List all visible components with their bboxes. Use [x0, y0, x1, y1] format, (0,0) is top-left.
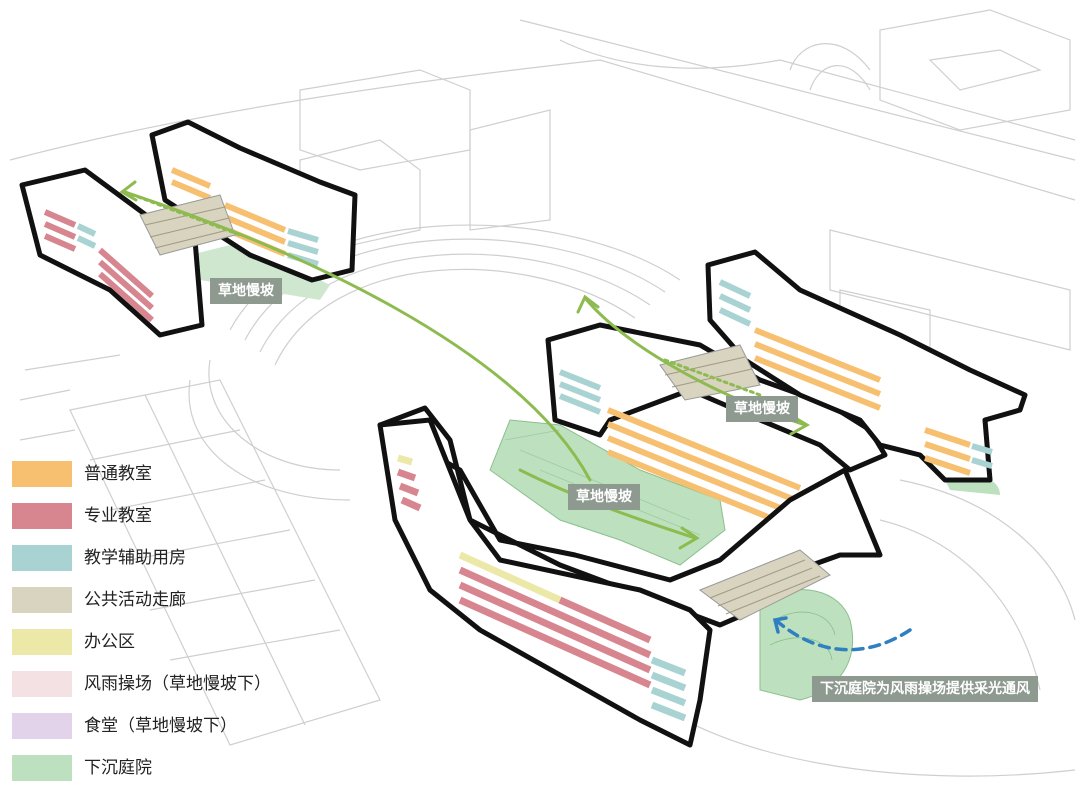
- legend-label: 风雨操场（草地慢坡下）: [84, 674, 271, 694]
- legend-swatch: [12, 713, 72, 739]
- legend-swatch: [12, 545, 72, 571]
- legend-item: 下沉庭院: [12, 749, 342, 791]
- legend-label: 专业教室: [84, 506, 152, 526]
- legend-swatch: [12, 587, 72, 613]
- legend-label: 教学辅助用房: [84, 548, 186, 568]
- label-slope-east: 草地慢坡: [726, 396, 798, 422]
- green-slope-northwest: [190, 245, 330, 300]
- legend-swatch: [12, 671, 72, 697]
- building-northwest: [19, 119, 358, 338]
- legend-label: 下沉庭院: [84, 758, 152, 778]
- legend-label: 办公区: [84, 632, 135, 652]
- slope-dotted-east: [663, 358, 762, 397]
- label-slope-northwest: 草地慢坡: [210, 278, 282, 304]
- legend-label: 普通教室: [84, 464, 152, 484]
- legend-swatch: [12, 503, 72, 529]
- legend-label: 公共活动走廊: [84, 590, 186, 610]
- legend-item: 普通教室: [12, 455, 342, 497]
- site-context-linework: [9, 9, 1076, 777]
- ventilation-arrow: [772, 616, 912, 652]
- legend-swatch: [12, 755, 72, 781]
- label-courtyard-note: 下沉庭院为风雨操场提供采光通风: [812, 676, 1038, 702]
- legend-item: 食堂（草地慢坡下）: [12, 707, 342, 749]
- legend: 普通教室 专业教室 教学辅助用房 公共活动走廊 办公区 风雨操场（草地慢坡下） …: [12, 455, 342, 791]
- legend-item: 风雨操场（草地慢坡下）: [12, 665, 342, 707]
- legend-item: 专业教室: [12, 497, 342, 539]
- legend-label: 食堂（草地慢坡下）: [84, 716, 237, 736]
- slope-dotted-northwest: [123, 190, 242, 237]
- building-east: [545, 249, 1028, 533]
- legend-item: 公共活动走廊: [12, 581, 342, 623]
- legend-swatch: [12, 461, 72, 487]
- legend-item: 教学辅助用房: [12, 539, 342, 581]
- legend-swatch: [12, 629, 72, 655]
- building-southwest: [377, 405, 883, 748]
- label-slope-center: 草地慢坡: [568, 484, 640, 510]
- legend-item: 办公区: [12, 623, 342, 665]
